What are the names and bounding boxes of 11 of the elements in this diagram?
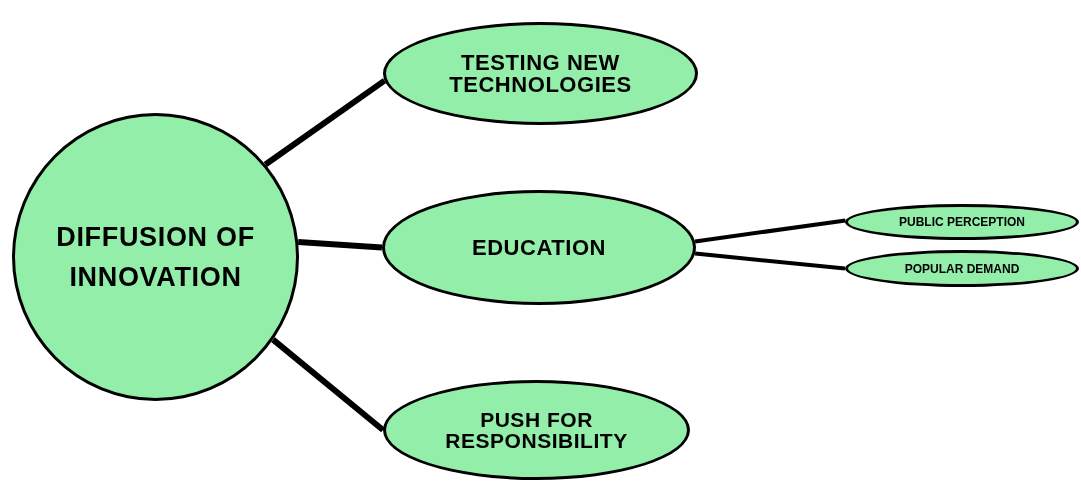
topic-text: PUBLIC PERCEPTION <box>898 214 1026 231</box>
connector-line <box>298 238 383 251</box>
connector-line <box>263 78 387 167</box>
connector-line <box>694 218 846 244</box>
connector-line <box>694 251 846 271</box>
topic-text: PUSH FOR RESPONSIBILITY <box>444 409 629 451</box>
topic-text: EDUCATION <box>470 234 608 262</box>
topic-text: POPULAR DEMAND <box>903 260 1021 278</box>
topic-text: DIFFUSION OF INNOVATION <box>55 220 256 294</box>
topic-text: TESTING NEW TECHNOLOGIES <box>448 51 633 96</box>
connector-line <box>271 337 385 433</box>
